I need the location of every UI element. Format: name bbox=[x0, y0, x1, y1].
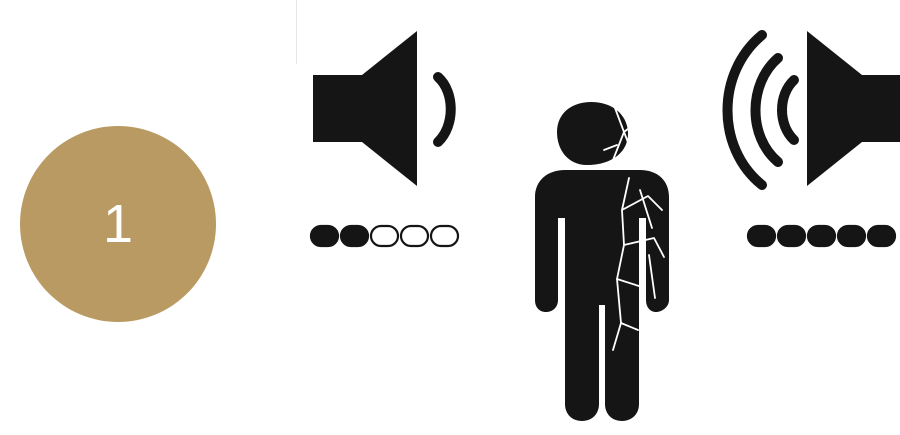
volume-pip-empty bbox=[401, 226, 428, 246]
volume-pip-filled bbox=[748, 226, 775, 246]
speaker-high-volume-icon bbox=[728, 31, 900, 186]
right-volume-meter bbox=[748, 226, 895, 246]
person-with-cracks-icon bbox=[535, 102, 669, 421]
volume-pip-filled bbox=[808, 226, 835, 246]
volume-pip-filled bbox=[341, 226, 368, 246]
volume-pip-filled bbox=[311, 226, 338, 246]
volume-pip-filled bbox=[868, 226, 895, 246]
volume-pip-filled bbox=[838, 226, 865, 246]
volume-pip-filled bbox=[778, 226, 805, 246]
speaker-low-volume-icon bbox=[313, 31, 451, 186]
left-volume-meter bbox=[311, 226, 458, 246]
volume-pip-empty bbox=[371, 226, 398, 246]
volume-pip-empty bbox=[431, 226, 458, 246]
